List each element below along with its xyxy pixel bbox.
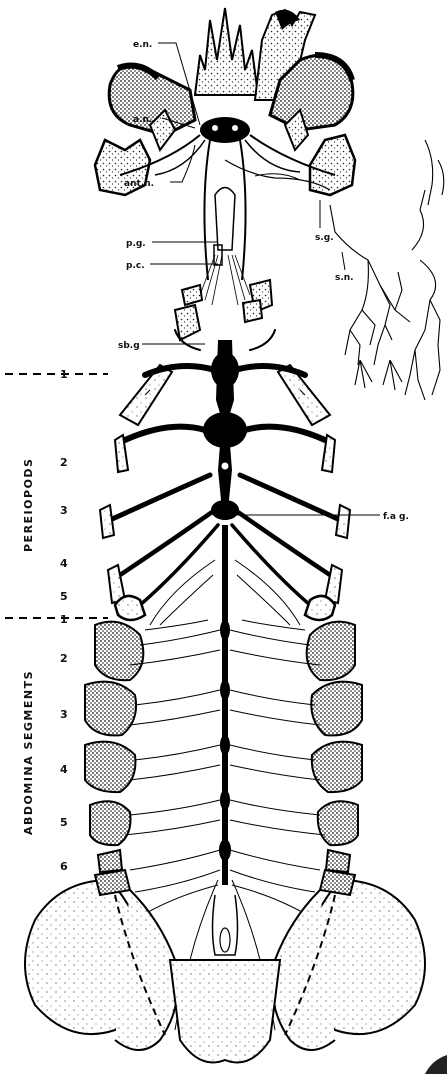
cerebral-ganglion <box>200 117 250 143</box>
label-an: a.n. <box>133 115 152 125</box>
pereiopod-number: 5 <box>60 590 68 603</box>
pereiopod-number: 2 <box>60 456 68 469</box>
label-en: e.n. <box>133 40 152 50</box>
abdomen-number: 4 <box>60 763 68 776</box>
abdomen-number: 3 <box>60 708 68 721</box>
abdomen-number: 5 <box>60 816 68 829</box>
abdomen-number: 6 <box>60 860 68 873</box>
label-antn: ant.n. <box>124 179 154 189</box>
pereiopods-title: PEREIOPODS <box>22 458 35 552</box>
abdomen-group: ABDOMINA SEGMENTS 2 3 4 5 6 <box>22 652 68 873</box>
abdomen-number: 2 <box>60 652 68 665</box>
pereiopod-number: 4 <box>60 557 68 570</box>
segment-1-bottom: 1 <box>60 613 68 626</box>
label-pg: p.g. <box>126 239 146 249</box>
label-fag: f.a g. <box>383 512 409 522</box>
segment-1-top: 1 <box>60 368 68 381</box>
head-region <box>95 8 355 195</box>
right-antenna-base <box>310 135 355 195</box>
telson <box>170 960 280 1063</box>
label-sn: s.n. <box>335 273 354 283</box>
label-sbg: sb.g <box>118 341 140 351</box>
abdomen-title: ABDOMINA SEGMENTS <box>22 670 35 835</box>
abdomen-region <box>25 525 447 1074</box>
rostrum <box>195 8 258 95</box>
pereiopods-group: PEREIOPODS 2 3 4 5 <box>22 456 68 603</box>
segment-divider-lines <box>5 374 108 618</box>
label-pc: p.c. <box>126 261 145 271</box>
pereiopod-number: 3 <box>60 504 68 517</box>
label-sg: s.g. <box>315 233 334 243</box>
